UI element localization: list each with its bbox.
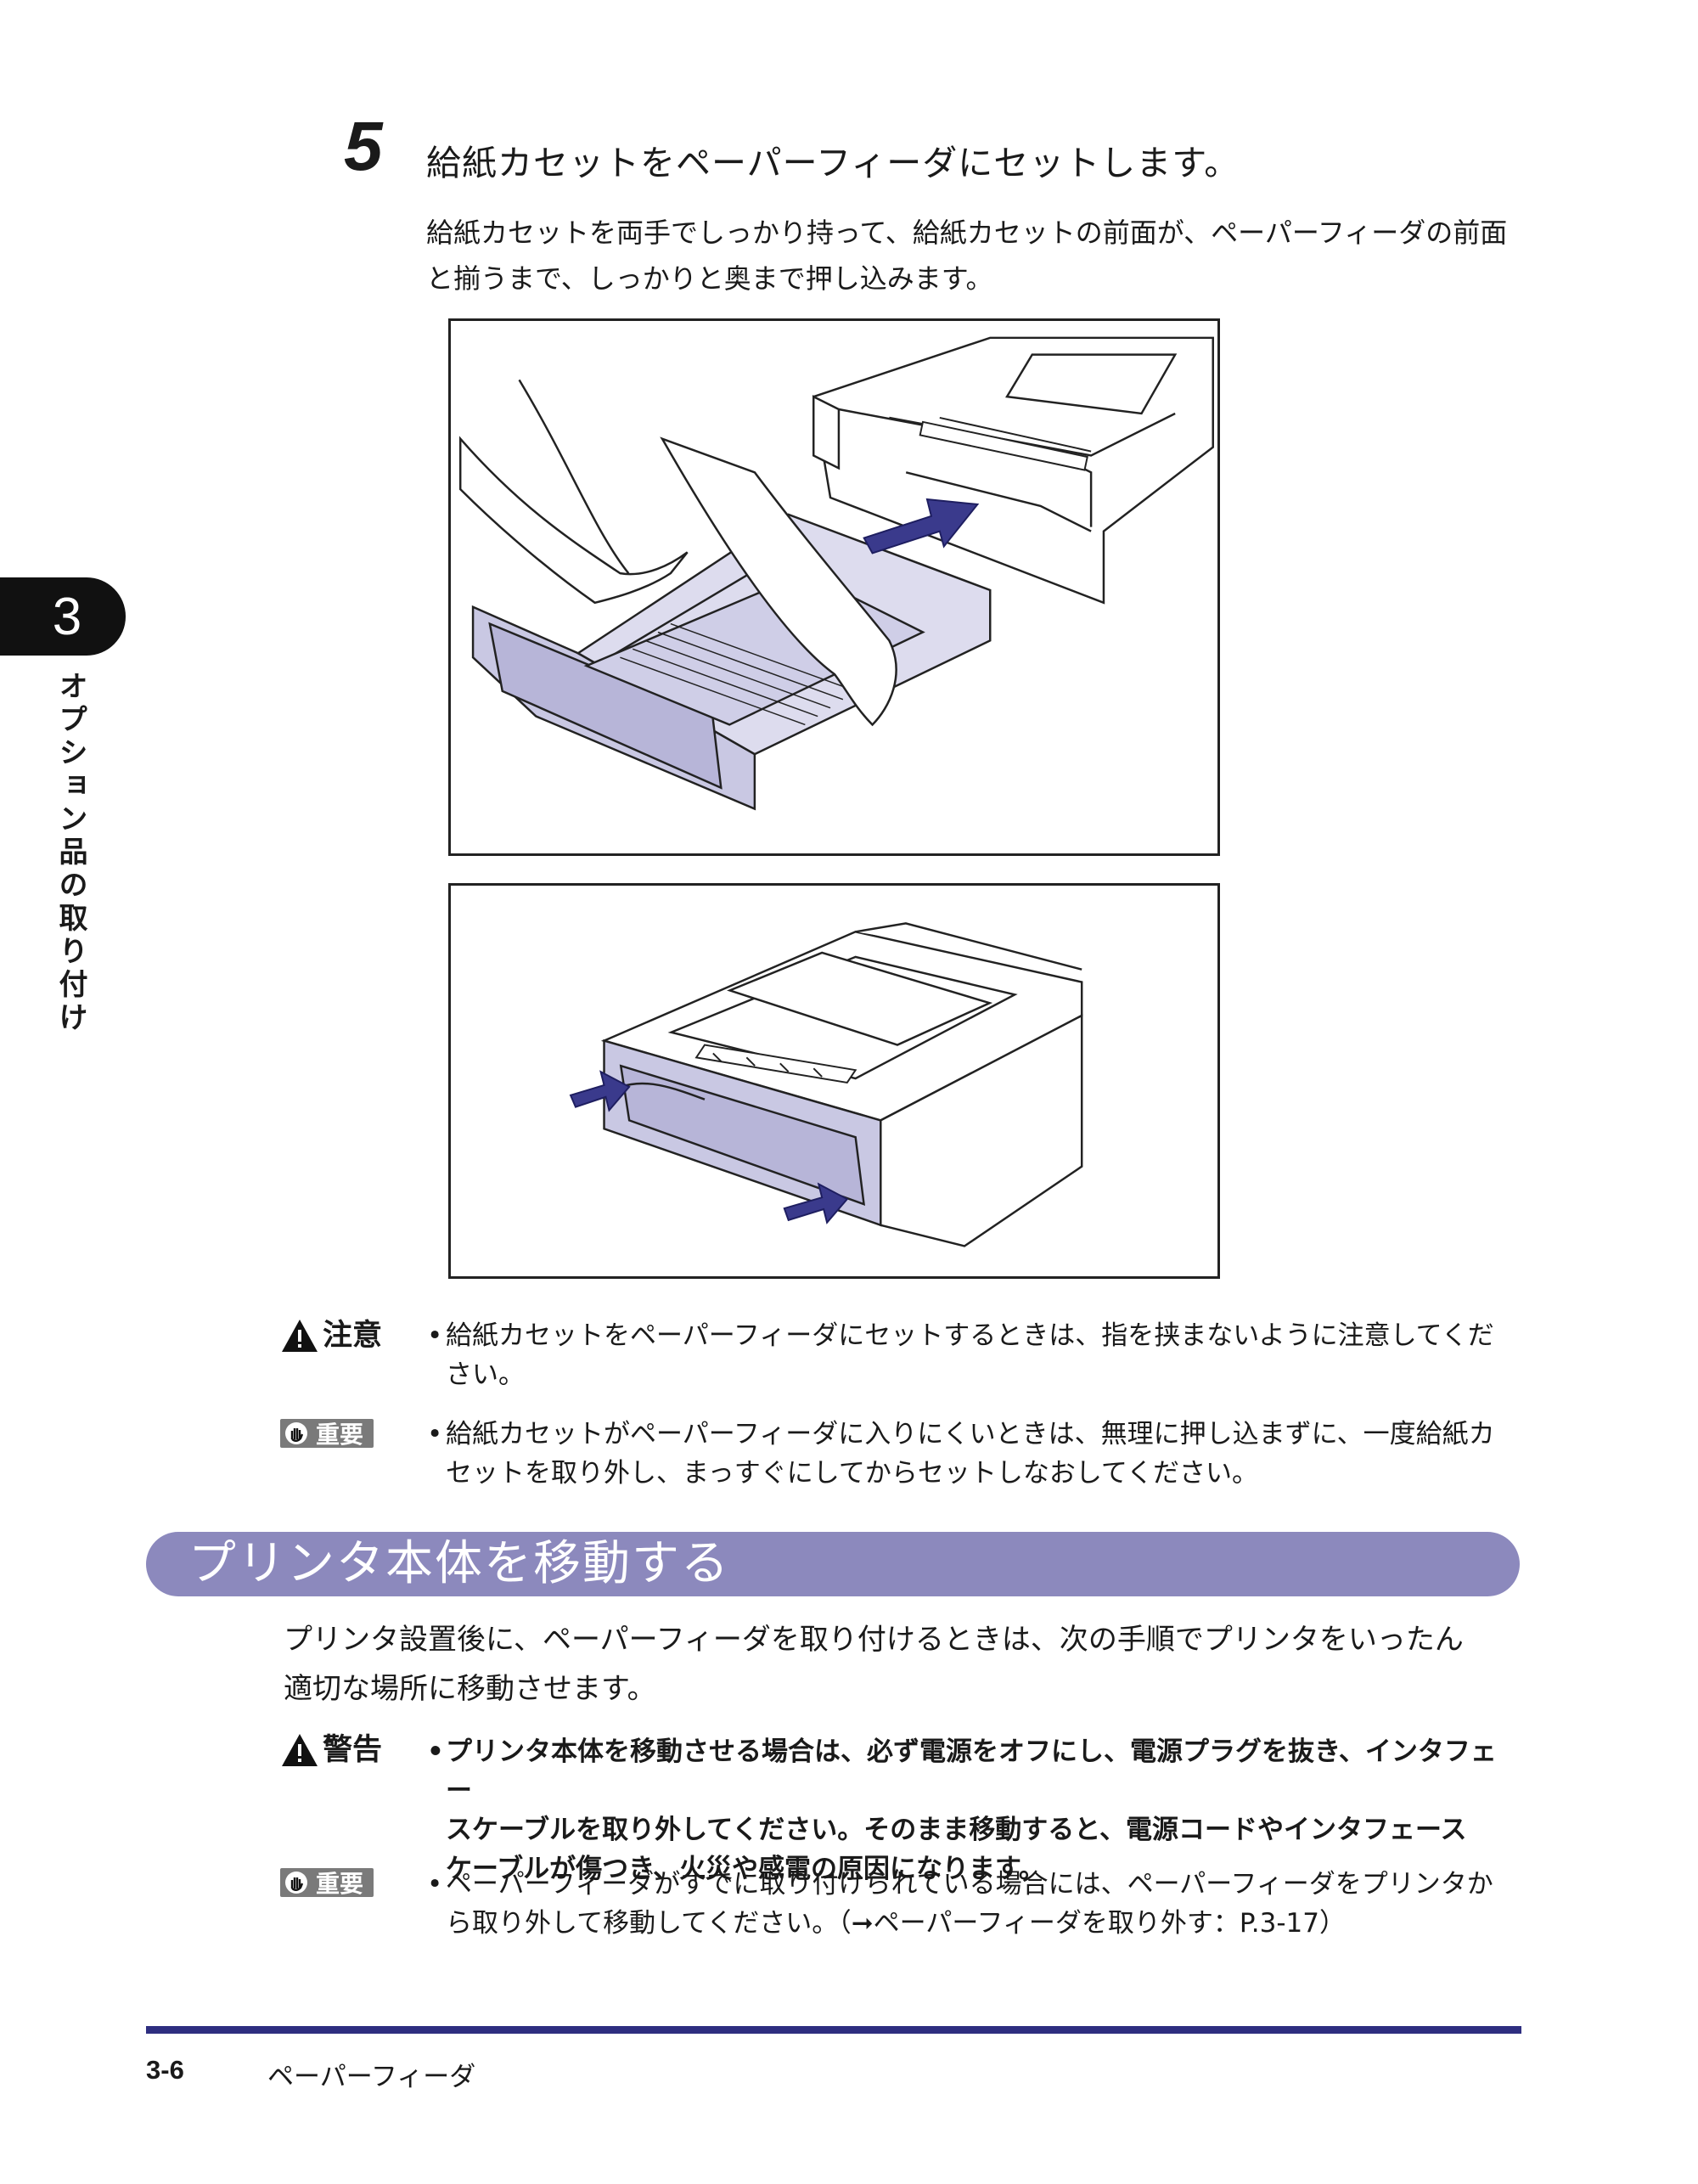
section-body: プリンタ設置後に、ペーパーフィーダを取り付けるときは、次の手順でプリンタをいった… bbox=[284, 1615, 1523, 1714]
important-text: • 給紙カセットがペーパーフィーダに入りにくいときは、無理に押し込まずに、一度給… bbox=[427, 1415, 1520, 1493]
hand-stop-icon bbox=[285, 1872, 307, 1894]
footer-rule bbox=[146, 2026, 1521, 2034]
feeder-rollers-2 bbox=[694, 1044, 857, 1084]
step-body: 給紙カセットを両手でしっかり持って、給紙カセットの前面が、ペーパーフィーダの前面… bbox=[426, 210, 1521, 301]
important-label-text: 重要 bbox=[316, 1870, 364, 1898]
section-heading-bar bbox=[146, 1532, 1520, 1596]
chapter-tab: 3 bbox=[0, 577, 126, 656]
warning-line: プリンタ本体を移動させる場合は、必ず電源をオフにし、電源プラグを抜き、インタフェ… bbox=[446, 1737, 1497, 1806]
warning-text: • プリンタ本体を移動させる場合は、必ず電源をオフにし、電源プラグを抜き、インタ… bbox=[427, 1732, 1520, 1888]
step-number: 5 bbox=[344, 108, 383, 185]
footer-title: ペーパーフィーダ bbox=[267, 2062, 476, 2092]
section-title: プリンタ本体を移動する bbox=[188, 1536, 730, 1591]
warning-line: ケーブルが傷つき、火災や感電の原因になります。 bbox=[446, 1854, 1045, 1884]
warning-label: 警告 bbox=[280, 1732, 382, 1768]
feeder-rollers bbox=[919, 416, 1092, 471]
hand-stop-icon bbox=[285, 1422, 307, 1444]
caution-line: さい。 bbox=[446, 1359, 525, 1390]
section-body-line: 適切な場所に移動させます。 bbox=[284, 1672, 656, 1706]
bullet: • bbox=[427, 1419, 443, 1449]
cassette-ribs bbox=[620, 622, 857, 726]
warning-label-text: 警告 bbox=[323, 1732, 383, 1767]
important-text: • ペーパーフィーダがすでに取り付けられている場合には、ペーパーフィーダをプリン… bbox=[427, 1865, 1520, 1943]
figure-insert-cassette bbox=[448, 318, 1220, 856]
cassette-front-panel bbox=[603, 1039, 882, 1227]
bullet: • bbox=[427, 1737, 444, 1767]
important-label: 重要 bbox=[280, 1419, 374, 1449]
warning-line: スケーブルを取り外してください。そのまま移動すると、電源コードやインタフェース bbox=[446, 1815, 1467, 1845]
important-line: 給紙カセットがペーパーフィーダに入りにくいときは、無理に押し込まずに、一度給紙カ bbox=[446, 1419, 1495, 1449]
push-arrows bbox=[569, 1070, 849, 1224]
warning-triangle-icon bbox=[282, 1320, 318, 1352]
bullet: • bbox=[427, 1320, 443, 1351]
illustration-hands-cassette bbox=[458, 336, 1214, 811]
illustration-feeder-with-cassette bbox=[569, 922, 1083, 1247]
caution-text: • 給紙カセットをペーパーフィーダにセットするときは、指を挟まないように注意して… bbox=[427, 1316, 1520, 1394]
chapter-number: 3 bbox=[52, 587, 82, 646]
chapter-title: オプション品の取り付け bbox=[53, 671, 87, 1035]
step-body-line: 給紙カセットを両手でしっかり持って、給紙カセットの前面が、ペーパーフィーダの前面 bbox=[426, 217, 1508, 249]
page-number: 3-6 bbox=[146, 2055, 184, 2085]
caution-line: 給紙カセットをペーパーフィーダにセットするときは、指を挟まないように注意してくだ bbox=[446, 1320, 1494, 1351]
important-line: ペーパーフィーダがすでに取り付けられている場合には、ペーパーフィーダをプリンタか bbox=[446, 1869, 1493, 1900]
section-body-line: プリンタ設置後に、ペーパーフィーダを取り付けるときは、次の手順でプリンタをいった… bbox=[284, 1623, 1464, 1657]
paper-feeder-unit bbox=[812, 336, 1214, 605]
feeder-body bbox=[600, 922, 1083, 1247]
important-label: 重要 bbox=[280, 1868, 374, 1898]
step-body-line: と揃うまで、しっかりと奥まで押し込みます。 bbox=[426, 262, 993, 295]
step-title: 給紙カセットをペーパーフィーダにセットします。 bbox=[426, 143, 1240, 183]
bullet: • bbox=[427, 1869, 443, 1900]
important-label-text: 重要 bbox=[316, 1421, 364, 1449]
warning-triangle-icon bbox=[282, 1734, 318, 1766]
insert-arrow bbox=[863, 498, 980, 554]
figure-cassette-inserted bbox=[448, 883, 1220, 1279]
important-line: セットを取り外し、まっすぐにしてからセットしなおしてください。 bbox=[446, 1458, 1258, 1489]
important-line: ら取り外して移動してください。（➞ペーパーフィーダを取り外す：P.3-17） bbox=[446, 1908, 1346, 1939]
caution-label: 注意 bbox=[280, 1318, 382, 1354]
caution-label-text: 注意 bbox=[323, 1318, 383, 1353]
